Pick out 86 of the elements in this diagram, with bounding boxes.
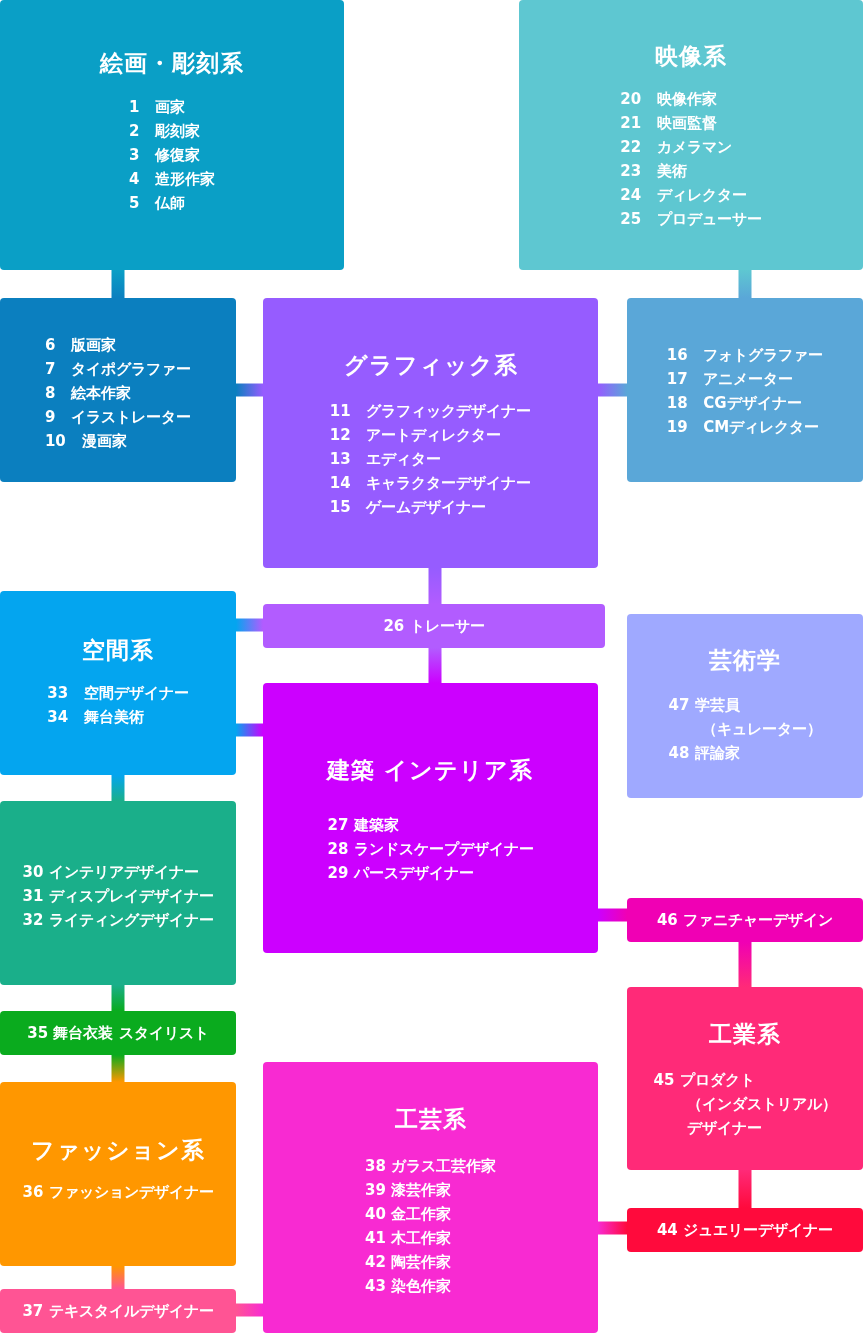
- connector-line: [598, 1221, 627, 1235]
- job-item: 21 映画監督: [620, 113, 717, 134]
- job-box: 26 トレーサー: [263, 604, 605, 648]
- category-heading: グラフィック系: [343, 351, 518, 380]
- job-item: 47 学芸員（キュレーター）: [668, 695, 822, 740]
- job-item: 25 プロデューサー: [620, 209, 762, 230]
- job-item: 2 彫刻家: [128, 121, 201, 142]
- category-box: [0, 1082, 236, 1266]
- job-item: 15 ゲームデザイナー: [329, 497, 487, 518]
- connector-line: [111, 270, 125, 298]
- job-item: 42 陶芸作家: [364, 1252, 452, 1273]
- category-box: [519, 0, 863, 270]
- category-heading: 建築 インテリア系: [327, 756, 534, 785]
- category-heading: 映像系: [655, 42, 727, 71]
- job-item: 45 プロダクト（インダストリアル）デザイナー: [653, 1070, 837, 1139]
- category-heading: ファッション系: [31, 1136, 205, 1165]
- job-box: 37 テキスタイルデザイナー: [0, 1289, 236, 1333]
- job-item: 27 建築家: [327, 815, 399, 836]
- job-box: 35 舞台衣装 スタイリスト: [0, 1011, 236, 1055]
- category-box: [0, 591, 236, 775]
- job-item: 12 アートディレクター: [329, 425, 502, 446]
- category-heading: 工業系: [709, 1020, 781, 1049]
- job-item: 23 美術: [620, 161, 687, 182]
- job-item: 41 木工作家: [364, 1228, 452, 1249]
- category-box: [0, 0, 344, 270]
- connector-line: [236, 383, 263, 397]
- category-box: [0, 298, 236, 482]
- job-item: 13 エディター: [329, 449, 442, 470]
- job-item: 4 造形作家: [128, 169, 216, 190]
- job-item: 3 修復家: [128, 145, 201, 166]
- job-item: 31 ディスプレイデザイナー: [22, 886, 214, 907]
- connector-line: [738, 1170, 752, 1208]
- category-box: [627, 987, 863, 1170]
- job-item: 34 舞台美術: [47, 707, 144, 728]
- job-item: 11 グラフィックデザイナー: [329, 401, 532, 422]
- job-item: 16 フォトグラファー: [666, 345, 824, 366]
- job-item: 39 漆芸作家: [364, 1180, 452, 1201]
- job-item: 48 評論家: [668, 743, 740, 764]
- job-item: 5 仏師: [128, 193, 186, 214]
- job-item: 40 金工作家: [364, 1204, 452, 1225]
- connector-line: [598, 383, 627, 397]
- job-box: 46 ファニチャーデザイン: [627, 898, 863, 942]
- job-item: 17 アニメーター: [666, 369, 794, 390]
- category-box: [263, 298, 598, 568]
- job-item: 9 イラストレーター: [44, 407, 192, 428]
- connector-line: [428, 568, 442, 604]
- connector-line: [236, 1303, 263, 1317]
- category-heading: 芸術学: [709, 646, 781, 675]
- connector-line: [111, 1266, 125, 1289]
- category-box: [263, 683, 598, 953]
- job-item: 33 空間デザイナー: [47, 683, 189, 704]
- job-item: 19 CMディレクター: [666, 417, 820, 438]
- job-item: 32 ライティングデザイナー: [22, 910, 214, 931]
- job-item: 38 ガラス工芸作家: [364, 1156, 497, 1177]
- connector-line: [236, 723, 263, 737]
- connector-line: [236, 618, 263, 632]
- connector-line: [111, 985, 125, 1011]
- category-box: [263, 1062, 598, 1333]
- job-item: 8 絵本作家: [44, 383, 132, 404]
- job-item: 24 ディレクター: [620, 185, 747, 206]
- connector-line: [111, 1055, 125, 1082]
- job-item: 6 版画家: [44, 335, 117, 356]
- connector-line: [738, 942, 752, 987]
- job-item: 7 タイポグラファー: [44, 359, 192, 380]
- job-box: 44 ジュエリーデザイナー: [627, 1208, 863, 1252]
- job-item: 10 漫画家: [44, 431, 127, 452]
- job-item: 43 染色作家: [364, 1276, 452, 1297]
- job-item: 20 映像作家: [620, 89, 717, 110]
- connector-line: [111, 775, 125, 801]
- job-item: 29 パースデザイナー: [327, 863, 474, 884]
- connector-line: [738, 270, 752, 298]
- category-heading: 空間系: [82, 636, 154, 665]
- job-item: 18 CGデザイナー: [666, 393, 802, 414]
- category-box: [627, 614, 863, 798]
- category-box: [627, 298, 863, 482]
- job-item: 1 画家: [128, 97, 186, 118]
- job-item: 36 ファッションデザイナー: [22, 1182, 214, 1203]
- job-item: 22 カメラマン: [620, 137, 732, 158]
- category-heading: 工芸系: [394, 1105, 467, 1134]
- job-item: 30 インテリアデザイナー: [22, 862, 199, 883]
- job-item: 14 キャラクターデザイナー: [329, 473, 532, 494]
- category-box: [0, 801, 236, 985]
- category-heading: 絵画・彫刻系: [100, 49, 244, 78]
- connector-line: [428, 648, 442, 683]
- connector-line: [598, 908, 627, 922]
- job-item: 28 ランドスケープデザイナー: [327, 839, 534, 860]
